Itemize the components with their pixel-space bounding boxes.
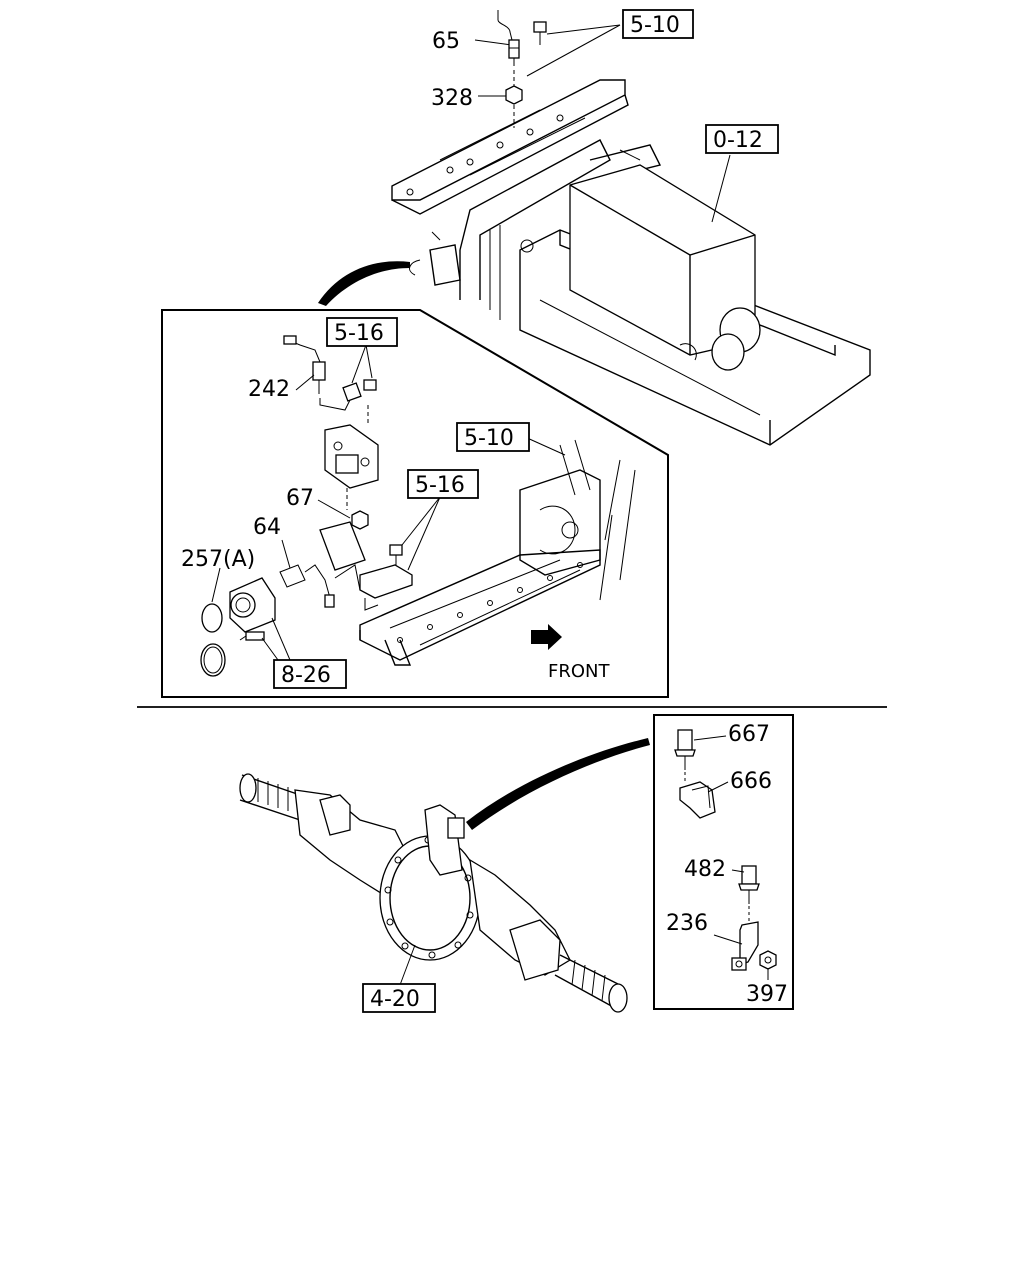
clip-666-drawing [679, 781, 716, 819]
part-label-328: 328 [431, 86, 473, 111]
part-label-67: 67 [286, 486, 314, 511]
ref-box-4-20: 4-20 [362, 983, 436, 1013]
bottom-inset-leaders [693, 735, 769, 980]
inset-rail-drawing [359, 439, 636, 666]
part-label-397: 397 [746, 982, 788, 1007]
rear-axle-drawing [239, 773, 628, 1013]
ref-label-5-16-b: 5-16 [415, 473, 465, 498]
part-label-482: 482 [684, 857, 726, 882]
bracket-236-drawing [731, 921, 759, 971]
callout-arrow-top [318, 261, 410, 306]
part-label-242: 242 [248, 377, 290, 402]
part-label-64: 64 [253, 515, 281, 540]
inset-housing-257-drawing [200, 577, 276, 677]
bolt-5-10-drawing [533, 21, 547, 45]
bottom-inset-frame [653, 714, 794, 1010]
ref-label-5-10-inset: 5-10 [464, 426, 514, 451]
ref-box-8-26: 8-26 [273, 659, 347, 689]
callout-arrow-bottom [466, 738, 650, 830]
front-direction-indicator: FRONT [531, 624, 610, 682]
ref-box-0-12: 0-12 [705, 124, 779, 154]
ref-label-5-10-top: 5-10 [630, 13, 680, 38]
part-label-65: 65 [432, 29, 460, 54]
inset-nut-67-drawing [351, 510, 369, 530]
part-label-666: 666 [730, 769, 772, 794]
part-label-257a: 257(A) [181, 547, 255, 572]
nut-328-drawing [505, 85, 523, 105]
nut-397-drawing [759, 950, 777, 970]
ref-label-8-26: 8-26 [281, 663, 331, 688]
ref-box-5-10-inset: 5-10 [456, 422, 530, 452]
ref-box-5-16-a: 5-16 [326, 317, 398, 347]
inset-bracket-assembly [283, 335, 379, 510]
ref-label-0-12: 0-12 [713, 128, 763, 153]
inset-bracket-5-16-drawing [359, 544, 413, 611]
top-leader-lines [474, 24, 731, 223]
front-arrow-icon [531, 624, 562, 650]
inset-leader-lines [211, 344, 566, 661]
inset-sensor-64-drawing [279, 521, 366, 608]
ref-label-4-20: 4-20 [370, 987, 420, 1012]
inset-frame [161, 309, 669, 698]
chassis-frame-drawing [391, 79, 871, 446]
front-label: FRONT [548, 661, 610, 682]
ref-label-5-16-a: 5-16 [334, 321, 384, 346]
ref-box-5-16-b: 5-16 [407, 469, 479, 499]
bolt-482-drawing [738, 865, 760, 922]
sensor-65-drawing [497, 10, 520, 66]
part-label-667: 667 [728, 722, 770, 747]
bolt-667-drawing [674, 729, 696, 782]
part-label-236: 236 [666, 911, 708, 936]
ref-box-5-10-top: 5-10 [622, 9, 694, 39]
